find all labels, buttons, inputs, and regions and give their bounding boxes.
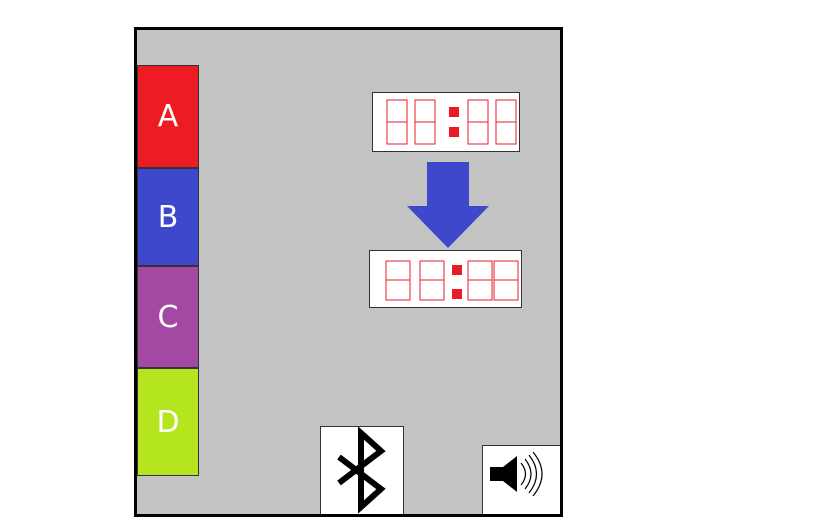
mode-button-d-label: D — [156, 404, 180, 440]
time-display-bottom — [369, 250, 522, 308]
mode-button-a[interactable]: A — [137, 65, 199, 168]
mode-button-c-label: C — [157, 299, 179, 335]
mode-button-b-label: B — [157, 199, 179, 235]
device-panel: A B C D — [134, 27, 563, 517]
seven-segment-digits-bottom — [385, 260, 519, 301]
sound-button[interactable] — [482, 445, 560, 514]
down-arrow-icon — [407, 162, 489, 248]
mode-button-c[interactable]: C — [137, 266, 199, 368]
seven-segment-digits-top — [386, 99, 517, 145]
mode-button-d[interactable]: D — [137, 368, 199, 476]
speaker-icon — [490, 451, 543, 497]
bluetooth-button[interactable] — [320, 426, 404, 514]
time-display-top — [372, 92, 520, 152]
mode-button-b[interactable]: B — [137, 168, 199, 266]
mode-button-a-label: A — [157, 99, 179, 134]
bluetooth-icon — [337, 426, 386, 514]
